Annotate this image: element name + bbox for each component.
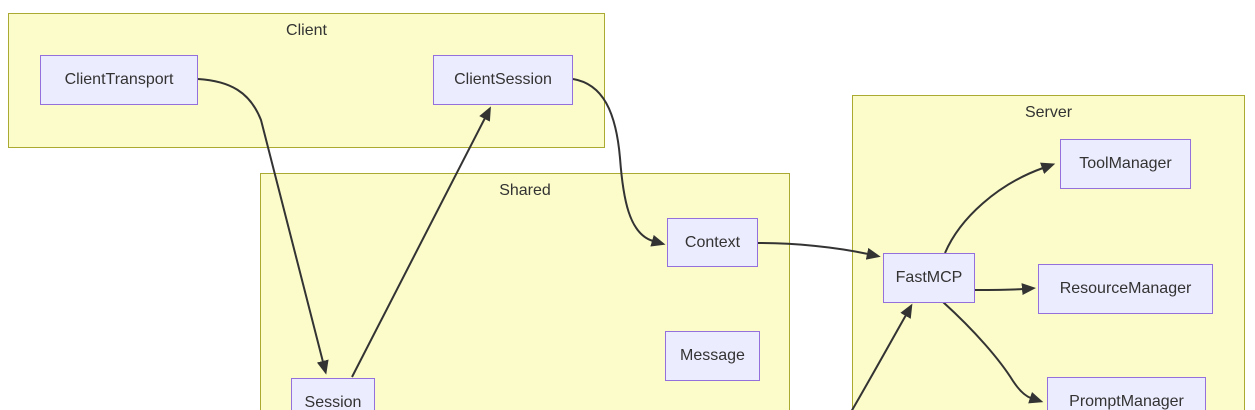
node-context: Context <box>667 218 758 267</box>
group-client-title: Client <box>286 22 327 39</box>
node-promptmanager: PromptManager <box>1047 377 1206 410</box>
node-message-label: Message <box>680 347 745 364</box>
node-clienttransport: ClientTransport <box>40 55 198 105</box>
node-clientsession-label: ClientSession <box>454 71 552 88</box>
node-fastmcp: FastMCP <box>883 253 975 303</box>
node-resourcemanager: ResourceManager <box>1038 264 1213 314</box>
node-toolmanager-label: ToolManager <box>1079 155 1172 172</box>
node-message: Message <box>665 331 760 381</box>
node-promptmanager-label: PromptManager <box>1069 393 1184 410</box>
node-clienttransport-label: ClientTransport <box>64 71 174 88</box>
node-session-label: Session <box>304 394 362 410</box>
group-server-title: Server <box>1024 104 1073 121</box>
node-fastmcp-label: FastMCP <box>895 269 963 286</box>
node-resourcemanager-label: ResourceManager <box>1059 280 1192 297</box>
node-clientsession: ClientSession <box>433 55 573 105</box>
group-shared-title: Shared <box>499 182 551 199</box>
node-toolmanager: ToolManager <box>1060 139 1191 189</box>
node-session: Session <box>291 378 375 410</box>
node-context-label: Context <box>684 233 741 251</box>
